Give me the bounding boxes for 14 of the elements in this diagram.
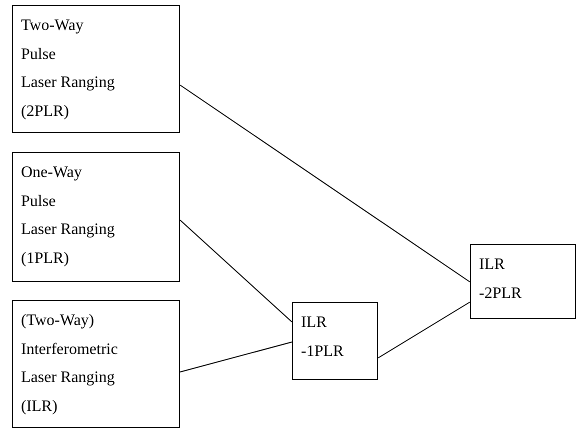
box-label: ILR -1PLR	[301, 313, 344, 362]
process-box	[292, 302, 378, 380]
process-box	[12, 300, 180, 428]
process-box	[470, 244, 576, 319]
connector-line	[378, 302, 470, 358]
box-label: ILR -2PLR	[479, 255, 522, 304]
process-box	[12, 5, 180, 133]
box-label: (Two-Way) Interferometric Laser Ranging (ILR)	[21, 311, 118, 416]
connector-line	[180, 342, 292, 372]
box-label: One-Way Pulse Laser Ranging (1PLR)	[21, 163, 115, 268]
box-label: Two-Way Pulse Laser Ranging (2PLR)	[21, 16, 115, 122]
connector-line	[180, 84, 470, 282]
process-box	[12, 152, 180, 282]
connector-line	[180, 220, 292, 322]
